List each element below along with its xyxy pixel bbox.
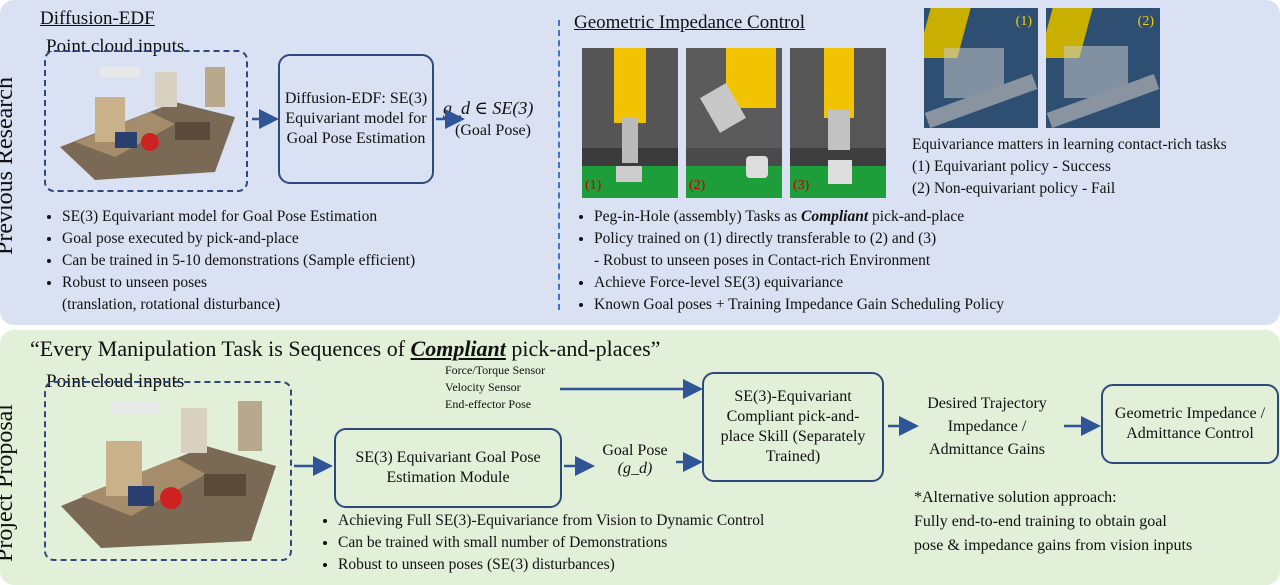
right-bullet-1-pre: Peg-in-Hole (assembly) Tasks as xyxy=(594,208,801,225)
quote-pre: “Every Manipulation Task is Sequences of xyxy=(30,336,411,361)
desired-line-3: Admittance Gains xyxy=(929,441,1045,458)
sensor-velocity: Velocity Sensor xyxy=(445,380,521,394)
alt-line-2: Fully end-to-end training to obtain goal xyxy=(914,513,1167,530)
left-bullet-3: Can be trained in 5-10 demonstrations (S… xyxy=(62,250,560,272)
pointcloud-frame-bottom xyxy=(44,381,292,561)
goal-formula: g_d ∈ SE(3) xyxy=(443,98,533,119)
left-bullet-2: Goal pose executed by pick-and-place xyxy=(62,228,560,250)
proposal-bullet-3: Robust to unseen poses (SE(3) disturbanc… xyxy=(338,554,906,576)
sensor-ft: Force/Torque Sensor xyxy=(445,363,546,377)
sim-caption: Equivariance matters in learning contact… xyxy=(912,134,1278,200)
right-bullet-1-em: Compliant xyxy=(800,208,869,225)
photo-1-label: (1) xyxy=(585,178,602,193)
left-bullet-4-text: Robust to unseen poses xyxy=(62,274,208,291)
goal-caption: (Goal Pose) xyxy=(455,122,531,139)
right-bullet-4: Known Goal poses + Training Impedance Ga… xyxy=(594,294,1272,316)
pointcloud-frame-top xyxy=(44,50,248,192)
pointcloud-image-top xyxy=(60,67,235,180)
photo-2-label: (2) xyxy=(689,178,706,193)
sensor-list: Force/Torque Sensor Velocity Sensor End-… xyxy=(445,362,545,413)
proposal-bullets: Achieving Full SE(3)-Equivariance from V… xyxy=(316,510,906,576)
left-bullets: SE(3) Equivariant model for Goal Pose Es… xyxy=(40,206,560,316)
desired-trajectory: Desired Trajectory Impedance / Admittanc… xyxy=(918,392,1056,461)
robot-photo-1: (1) xyxy=(582,48,678,198)
diffusion-edf-model-box: Diffusion-EDF: SE(3) Equivariant model f… xyxy=(278,54,434,184)
sim-image-1: (1) xyxy=(924,8,1038,128)
goal-pose-label: Goal Pose (g_d) xyxy=(590,442,680,478)
robot-photo-2: (2) xyxy=(686,48,782,198)
right-bullet-3: Achieve Force-level SE(3) equivariance xyxy=(594,272,1272,294)
diffusion-edf-title: Diffusion-EDF xyxy=(40,8,155,29)
sim-caption-line-3: (2) Non-equivariant policy - Fail xyxy=(912,180,1116,197)
alt-line-3: pose & impedance gains from vision input… xyxy=(914,537,1193,554)
desired-line-2: Impedance / xyxy=(947,418,1027,435)
right-bullets: Peg-in-Hole (assembly) Tasks as Complian… xyxy=(572,206,1272,316)
left-bullet-1: SE(3) Equivariant model for Goal Pose Es… xyxy=(62,206,560,228)
right-bullet-2: Policy trained on (1) directly transfera… xyxy=(594,228,1272,272)
sensor-ee-pose: End-effector Pose xyxy=(445,397,532,411)
right-bullet-2-sub: - Robust to unseen poses in Contact-rich… xyxy=(594,252,931,269)
sim-image-2: (2) xyxy=(1046,8,1160,128)
goal-pose-symbol: (g_d) xyxy=(617,460,653,477)
quote-post: pick-and-places” xyxy=(505,336,661,361)
alternative-approach: *Alternative solution approach: Fully en… xyxy=(914,486,1280,558)
desired-line-1: Desired Trajectory xyxy=(927,395,1047,412)
proposal-bullet-2: Can be trained with small number of Demo… xyxy=(338,532,906,554)
sim-1-label: (1) xyxy=(1015,14,1032,29)
goal-formula-text: g_d ∈ SE(3) xyxy=(443,98,534,118)
photo-3-label: (3) xyxy=(793,178,810,193)
goal-estimation-box: SE(3) Equivariant Goal Pose Estimation M… xyxy=(334,428,562,508)
quote-em: Compliant xyxy=(410,336,506,361)
robot-photo-3: (3) xyxy=(790,48,886,198)
right-bullet-1: Peg-in-Hole (assembly) Tasks as Complian… xyxy=(594,206,1272,228)
right-bullet-1-post: pick-and-place xyxy=(868,208,965,225)
sim-2-label: (2) xyxy=(1137,14,1154,29)
left-bullet-4-sub: (translation, rotational disturbance) xyxy=(62,296,281,313)
section-divider xyxy=(558,20,560,310)
compliant-skill-box: SE(3)-Equivariant Compliant pick-and-pla… xyxy=(702,372,884,482)
sim-caption-line-2: (1) Equivariant policy - Success xyxy=(912,158,1111,175)
pointcloud-image-bottom xyxy=(61,401,276,548)
gic-title: Geometric Impedance Control xyxy=(574,12,806,33)
right-bullet-2-text: Policy trained on (1) directly transfera… xyxy=(594,230,937,247)
alt-line-1: *Alternative solution approach: xyxy=(914,489,1117,506)
sim-caption-line-1: Equivariance matters in learning contact… xyxy=(912,136,1227,153)
left-bullet-4: Robust to unseen poses (translation, rota… xyxy=(62,272,560,316)
proposal-quote: “Every Manipulation Task is Sequences of… xyxy=(30,336,660,362)
geometric-control-box: Geometric Impedance / Admittance Control xyxy=(1101,384,1279,464)
proposal-bullet-1: Achieving Full SE(3)-Equivariance from V… xyxy=(338,510,906,532)
goal-pose-text: Goal Pose xyxy=(602,442,668,459)
